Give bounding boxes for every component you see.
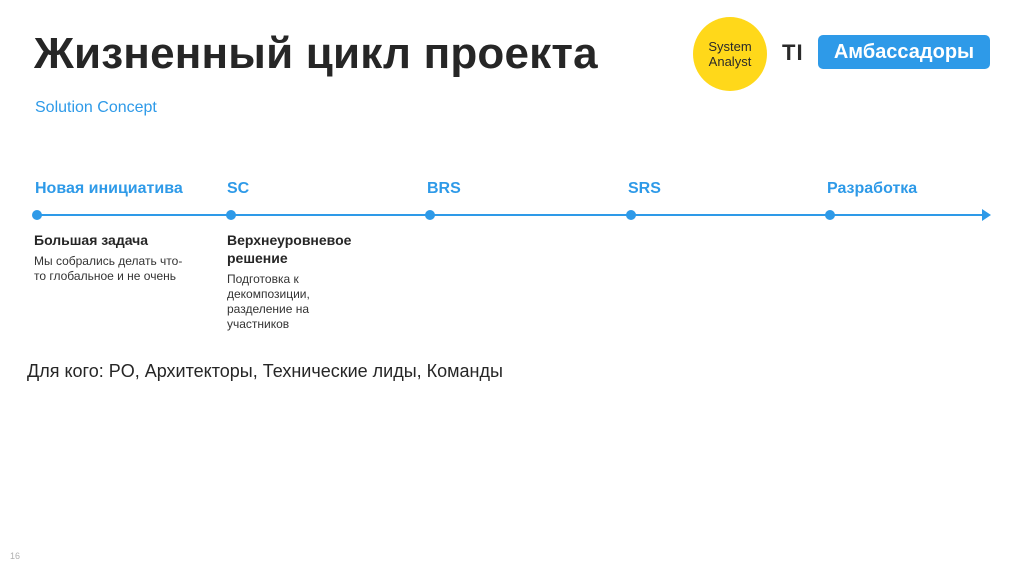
- timeline-arrowhead-icon: [982, 209, 991, 221]
- stage-label-new-initiative: Новая инициатива: [35, 180, 183, 197]
- stage-heading-high-level-solution: Верхнеуровневое решение: [227, 232, 352, 266]
- slide-title: Жизненный цикл проекта: [34, 29, 598, 78]
- stage-heading-big-task: Большая задача: [34, 232, 149, 248]
- timeline-dot: [626, 210, 636, 220]
- stage-label-brs: BRS: [427, 180, 461, 197]
- timeline-dot: [32, 210, 42, 220]
- timeline-dot: [825, 210, 835, 220]
- timeline-dot: [425, 210, 435, 220]
- slide-subtitle: Solution Concept: [35, 99, 157, 116]
- stage-description-big-task: Мы собрались делать что-то глобальное и …: [34, 254, 183, 283]
- system-analyst-logo: System Analyst: [693, 17, 767, 91]
- stage-label-srs: SRS: [628, 180, 661, 197]
- audience-text: Для кого: PO, Архитекторы, Технические л…: [27, 361, 503, 381]
- stage-description-high-level-solution: Подготовка к декомпозиции, разделение на…: [227, 272, 310, 331]
- system-analyst-logo-text: System Analyst: [708, 39, 752, 69]
- page-number: 16: [10, 551, 21, 561]
- t-logo: TI: [782, 40, 804, 65]
- stage-label-sc: SC: [227, 180, 250, 197]
- timeline-dot: [226, 210, 236, 220]
- ambassadors-logo: Амбассадоры: [818, 35, 990, 69]
- stage-label-development: Разработка: [827, 180, 918, 197]
